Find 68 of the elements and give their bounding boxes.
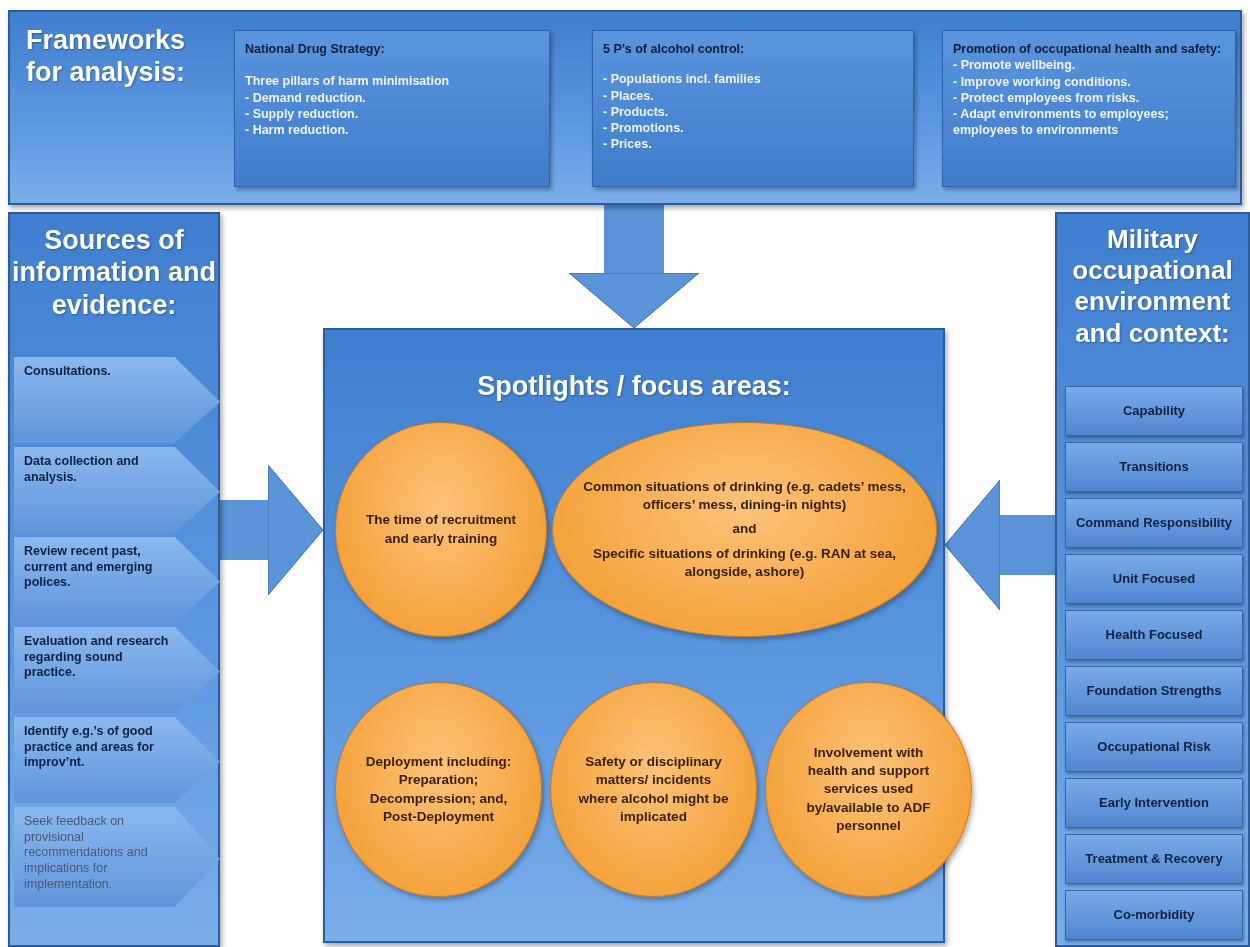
- context-tile: [1065, 722, 1243, 772]
- note-text: - Places.: [603, 87, 655, 104]
- note-text: - Products.: [603, 103, 670, 120]
- chevron-box: [14, 627, 220, 713]
- note-text: - Populations incl. families: [603, 71, 762, 88]
- panel: [8, 212, 220, 947]
- tile-text: Capability: [1122, 402, 1186, 420]
- oval-text: Involvement with health and support services used by/available to ADF personnel: [805, 743, 932, 835]
- note-heading: 5 P’s of alcohol control:: [603, 41, 746, 58]
- panel: [8, 10, 1242, 205]
- chevron-box: [14, 807, 220, 907]
- context-tile: [1065, 554, 1243, 604]
- context-tile: [1065, 778, 1243, 828]
- panel-title: Military occupational environment and context:: [1071, 224, 1234, 349]
- panel-title: Frameworks for analysis:: [26, 24, 187, 89]
- oval-text: and: [732, 520, 757, 539]
- context-tile: [1065, 834, 1243, 884]
- note-card: [592, 30, 914, 187]
- note-card: [942, 30, 1236, 187]
- chevron-box: [14, 717, 220, 803]
- note-text: - Promotions.: [603, 120, 685, 137]
- note-text: - Demand reduction.: [245, 89, 367, 106]
- block-arrow: [220, 464, 324, 596]
- note-text: - Prices.: [603, 136, 653, 153]
- context-tile: [1065, 442, 1243, 492]
- tile-text: Co-morbidity: [1113, 906, 1195, 924]
- item-text: Identify e.g.’s of good practice and areas for improv’nt.: [24, 724, 155, 771]
- note-text: - Supply reduction.: [245, 105, 360, 122]
- tile-text: Foundation Strengths: [1086, 682, 1222, 700]
- note-text: - Protect employees from risks.: [953, 89, 1141, 106]
- item-text: Review recent past, current and emerging polices.: [24, 544, 154, 591]
- block-arrow: [944, 479, 1055, 611]
- context-tile: [1065, 610, 1243, 660]
- item-text: Consultations.: [24, 364, 112, 380]
- note-heading: National Drug Strategy:: [245, 41, 386, 58]
- oval-text: Common situations of drinking (e.g. cadets’ mess, officers’ mess, dining-in nights): [582, 477, 907, 515]
- panel-title: Spotlights / focus areas:: [476, 370, 792, 403]
- note-text: Three pillars of harm minimisation: [245, 73, 451, 90]
- note-card: [234, 30, 550, 187]
- block-arrow: [568, 205, 700, 329]
- context-tile: [1065, 498, 1243, 548]
- oval-text: Specific situations of drinking (e.g. RAN at sea, alongside, ashore): [591, 544, 898, 581]
- item-text: Data collection and analysis.: [24, 454, 140, 486]
- oval-text: The time of recruitment and early training: [365, 511, 517, 548]
- tile-text: Health Focused: [1105, 626, 1203, 644]
- tile-text: Unit Focused: [1112, 570, 1196, 588]
- item-text: Seek feedback on provisional recommendations and implications for implementation.: [24, 814, 149, 893]
- tile-text: Occupational Risk: [1097, 738, 1211, 756]
- context-tile: [1065, 386, 1243, 436]
- oval-text: Safety or disciplinary matters/ incidents where alcohol might be implicated: [577, 753, 730, 826]
- note-heading: Promotion of occupational health and safety:: [953, 41, 1223, 58]
- context-tile: [1065, 890, 1243, 940]
- tile-text: Transitions: [1119, 458, 1189, 476]
- chevron-box: [14, 537, 220, 623]
- note-text: - Harm reduction.: [245, 122, 350, 139]
- note-text: - Promote wellbeing.: [953, 57, 1077, 74]
- tile-text: Command Responsibility: [1076, 514, 1232, 532]
- chevron-box: [14, 447, 220, 533]
- item-text: Evaluation and research regarding sound practice.: [24, 634, 170, 681]
- note-text: - Adapt environments to employees; employees to environments: [953, 106, 1170, 139]
- context-tile: [1065, 666, 1243, 716]
- note-text: - Improve working conditions.: [953, 73, 1132, 90]
- tile-text: Early Intervention: [1099, 794, 1209, 812]
- tile-text: Treatment & Recovery: [1085, 850, 1223, 868]
- chevron-box: [14, 357, 220, 443]
- oval-text: Deployment including: Preparation; Decompression; and, Post-Deployment: [364, 753, 513, 826]
- panel-title: Sources of information and evidence:: [11, 224, 217, 322]
- panel: [1055, 212, 1250, 947]
